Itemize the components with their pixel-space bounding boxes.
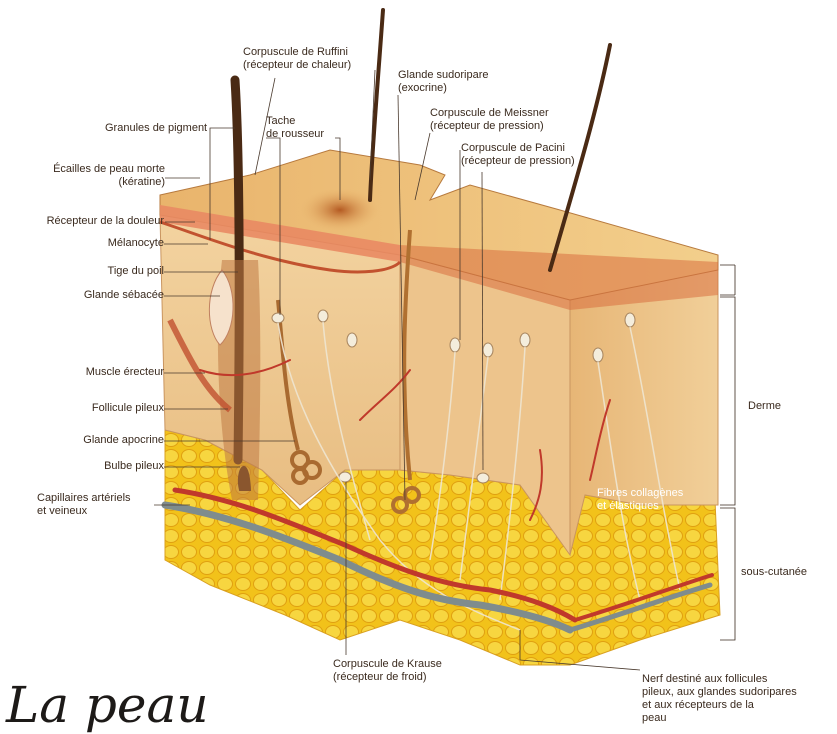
ruffini-label-line1: Corpuscule de Ruffini [243, 46, 351, 59]
krause-label-line1: Corpuscule de Krause [333, 658, 442, 671]
dead-skin-scales-label-line2: (kératine) [53, 176, 165, 189]
layer-brackets [720, 265, 735, 640]
nerve-label-line3: et aux récepteurs de la [642, 699, 797, 712]
capillaries-label: Capillaires artériels et veineux [37, 492, 131, 518]
sweat-gland-label: Glande sudoripare (exocrine) [398, 69, 489, 95]
pain-receptor-label: Récepteur de la douleur [47, 215, 164, 228]
hair-shaft-label: Tige du poil [108, 265, 164, 278]
pigment-granules-label: Granules de pigment [105, 122, 207, 135]
freckle-label-line1: Tache [266, 115, 324, 128]
pacini-label: Corpuscule de Pacini (récepteur de press… [461, 142, 575, 168]
dermis-label: Derme [748, 400, 781, 413]
dead-skin-scales-label: Écailles de peau morte (kératine) [53, 163, 165, 189]
nerve-label-line1: Nerf destiné aux follicules [642, 673, 797, 686]
subcutaneous-label: sous-cutanée [741, 566, 807, 579]
collagen-fibres-label-line1: Fibres collagènes [597, 487, 683, 500]
nerve-label: Nerf destiné aux follicules pileux, aux … [642, 673, 797, 725]
krause-label: Corpuscule de Krause (récepteur de froid… [333, 658, 442, 684]
hair-bulb-label: Bulbe pileux [104, 460, 164, 473]
krause-label-line2: (récepteur de froid) [333, 671, 442, 684]
freckle-label-line2: de rousseur [266, 128, 324, 141]
nerve-label-line4: peau [642, 712, 797, 725]
collagen-fibres-label-line2: et élastiques [597, 500, 683, 513]
capillaries-label-line1: Capillaires artériels [37, 492, 131, 505]
pacini-label-line2: (récepteur de pression) [461, 155, 575, 168]
nerve-label-line2: pileux, aux glandes sudoripares [642, 686, 797, 699]
capillaries-label-line2: et veineux [37, 505, 131, 518]
freckle-label: Tache de rousseur [266, 115, 324, 141]
ruffini-label-line2: (récepteur de chaleur) [243, 59, 351, 72]
sweat-gland-label-line1: Glande sudoripare [398, 69, 489, 82]
ruffini-label: Corpuscule de Ruffini (récepteur de chal… [243, 46, 351, 72]
page-title: La peau [6, 676, 209, 734]
meissner-label: Corpuscule de Meissner (récepteur de pre… [430, 107, 549, 133]
collagen-fibres-label: Fibres collagènes et élastiques [597, 487, 683, 513]
sebaceous-gland-label: Glande sébacée [84, 289, 164, 302]
hair-follicle-label: Follicule pileux [92, 402, 164, 415]
meissner-label-line2: (récepteur de pression) [430, 120, 549, 133]
dead-skin-scales-label-line1: Écailles de peau morte [53, 163, 165, 176]
pacini-label-line1: Corpuscule de Pacini [461, 142, 575, 155]
meissner-label-line1: Corpuscule de Meissner [430, 107, 549, 120]
sweat-gland-label-line2: (exocrine) [398, 82, 489, 95]
arrector-muscle-label: Muscle érecteur [86, 366, 164, 379]
melanocyte-label: Mélanocyte [108, 237, 164, 250]
apocrine-gland-label: Glande apocrine [83, 434, 164, 447]
